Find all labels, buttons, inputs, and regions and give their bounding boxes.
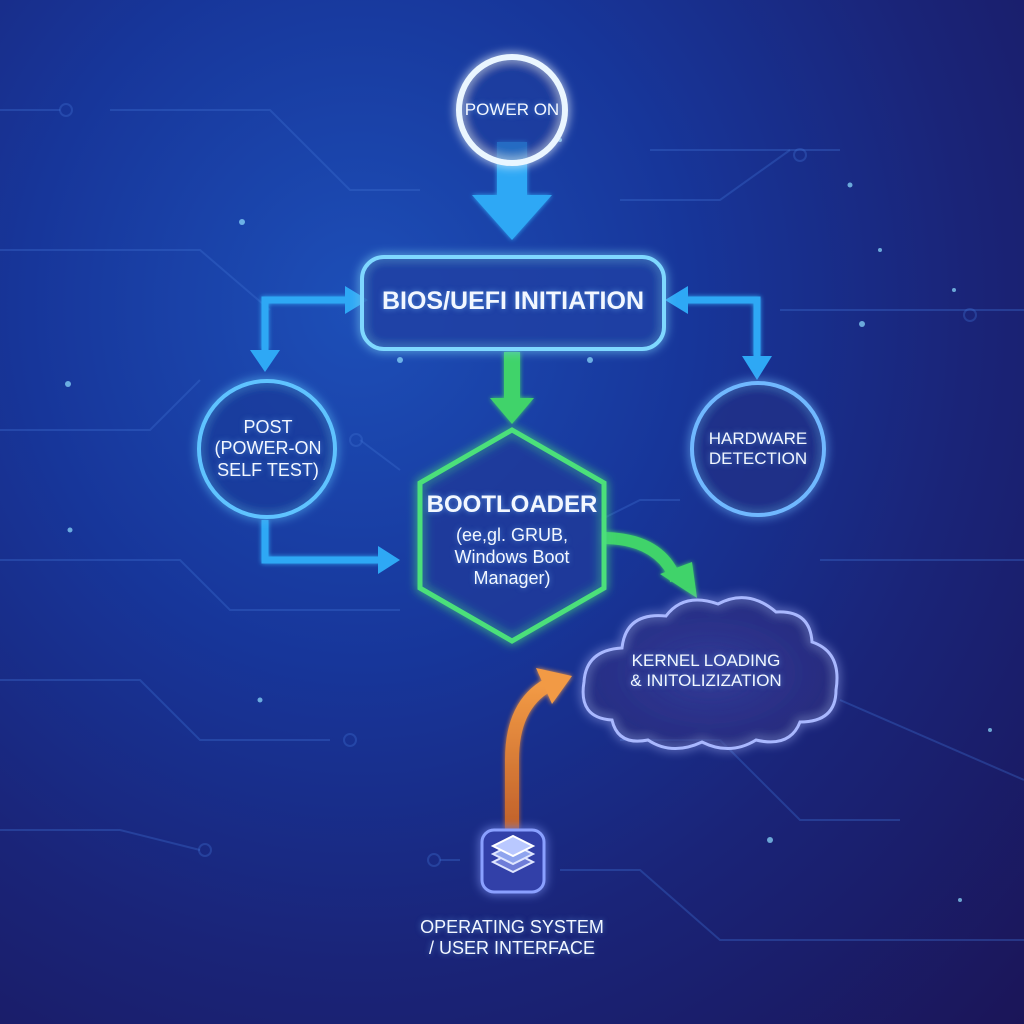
bootloader-line-2: Windows Boot — [454, 546, 570, 567]
hardware-node — [690, 381, 826, 517]
kernel-line-1: KERNEL LOADING — [631, 650, 781, 670]
power-on-node — [456, 54, 568, 166]
bios-node — [360, 255, 666, 351]
bootloader-label: BOOTLOADER (ee,gl. GRUB, Windows Boot Ma… — [427, 478, 598, 602]
kernel-node — [581, 596, 839, 750]
bios-text: BIOS/UEFI INITIATION — [381, 287, 645, 316]
arrow-os-to-kernel — [505, 668, 572, 830]
arrowhead-hardware-left — [665, 286, 688, 314]
layers-icon — [490, 834, 536, 874]
power-on-text: POWER ON — [464, 99, 560, 119]
bootloader-title: BOOTLOADER — [426, 490, 598, 518]
arrowhead-bios-to-post-down — [250, 350, 280, 372]
sparkle-dots — [65, 138, 992, 902]
hardware-line-1: HARDWARE — [708, 428, 808, 448]
bootloader-line-3: Manager) — [473, 567, 551, 588]
os-label: OPERATING SYSTEM / USER INTERFACE — [412, 910, 612, 966]
os-line-2: / USER INTERFACE — [428, 938, 596, 958]
bootloader-node — [417, 427, 607, 644]
kernel-line-2: & INITOLIZIZATION — [630, 671, 782, 690]
arrow-bios-to-bootloader — [490, 352, 534, 424]
arrow-bootloader-to-kernel — [601, 532, 697, 598]
kernel-label: KERNEL LOADING & INITOLIZIZATION — [612, 642, 800, 700]
arrow-post-to-bootloader — [261, 520, 380, 564]
arrowhead-post-to-bootloader — [378, 546, 400, 574]
post-node — [197, 379, 337, 519]
arrowhead-bios-to-post-up — [345, 286, 368, 314]
post-line-1: POST — [243, 417, 293, 438]
hardware-label: HARDWARE DETECTION — [694, 420, 822, 478]
arrow-bios-to-post — [261, 296, 350, 350]
os-line-1: OPERATING SYSTEM — [420, 916, 604, 937]
post-label: POST (POWER-ON SELF TEST) — [204, 404, 332, 494]
hardware-line-2: DETECTION — [708, 449, 808, 468]
post-line-3: SELF TEST) — [217, 459, 319, 480]
power-on-label: POWER ON — [462, 92, 562, 128]
bios-label: BIOS/UEFI INITIATION — [364, 280, 662, 324]
circuit-background — [0, 103, 1024, 941]
bootloader-line-1: (ee,gl. GRUB, — [455, 525, 569, 546]
arrow-bios-to-hardware — [682, 296, 761, 356]
post-line-2: (POWER-ON — [214, 438, 322, 459]
arrow-power-to-bios — [472, 142, 552, 240]
arrowhead-hardware-down — [742, 356, 772, 380]
